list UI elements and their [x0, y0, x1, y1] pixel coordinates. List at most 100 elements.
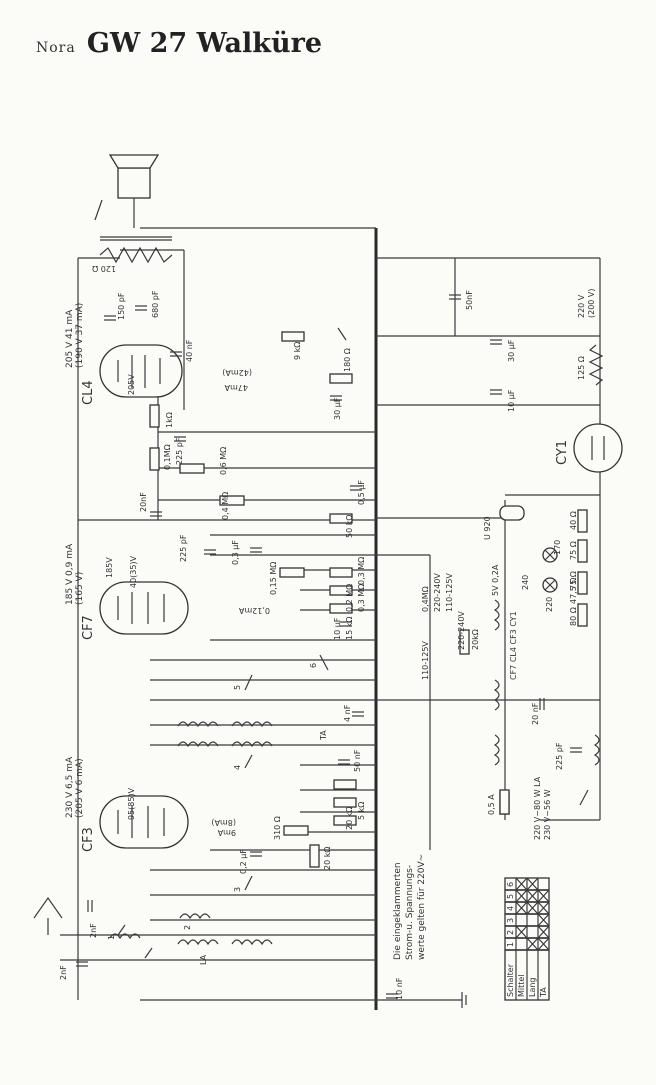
label-sw-6: 6: [309, 663, 318, 668]
note-line-2: Strom-u. Spannungs-: [405, 865, 415, 960]
switch-table-mark: [515, 877, 528, 891]
label-v-220-b: 220-240V: [457, 611, 466, 650]
switch-table-mark: [526, 901, 539, 915]
switch-table-mark: [537, 901, 550, 915]
label-95v: 95(85)V: [127, 787, 136, 820]
label-r-1k: 1kΩ: [165, 412, 174, 428]
switch-table-mark: [515, 889, 528, 903]
label-r-80: 80 Ω: [569, 607, 578, 626]
label-mains-2: 230 V~56 W: [543, 789, 552, 840]
tube-cl4-icon: [99, 344, 183, 398]
switch-table-col: 4: [506, 906, 515, 911]
switch-table-mark: [515, 925, 528, 939]
label-c-05uf: 0,5 µF: [357, 480, 366, 505]
label-r-40: 40 Ω: [569, 511, 578, 530]
label-sw-3: 3: [233, 887, 242, 892]
component-value-labels: 120 Ω 150 pF 680 pF 40 nF 205V 47mA (42m…: [59, 264, 596, 1000]
label-v-200: (200 V): [587, 288, 596, 318]
label-c-02pf: 0,2 µF: [239, 849, 248, 874]
label-n-240: 240: [521, 575, 530, 590]
coil-icons: [109, 599, 600, 946]
label-v-110-b: 110-125V: [421, 641, 430, 680]
operating-point-labels: 205 V 41 mA (190 V 37 mA) 185 V 0,9 mA (…: [65, 303, 85, 818]
label-c-2nf-a: 2nF: [89, 923, 98, 938]
label-r-20k-b: 20 kΩ: [323, 847, 332, 870]
label-c-150: 150 pF: [117, 292, 126, 320]
label-47ma: 47mA: [224, 383, 248, 392]
switch-table-mark: [537, 937, 550, 951]
label-r-120: 120 Ω: [92, 264, 116, 273]
label-lamp-u920: U 920: [483, 516, 492, 540]
label-r-125: 125 Ω: [577, 356, 586, 380]
label-sw-1: 1: [107, 935, 116, 940]
tube-label-cf3: CF3: [81, 827, 96, 852]
label-fuse-5v: 5V 0,2A: [491, 564, 500, 596]
label-205v: 205V: [127, 374, 136, 395]
switch-table-row-name: Mittel: [517, 974, 526, 997]
label-40v: 40(35)V: [129, 555, 138, 588]
switch-table-head: Schalter: [506, 963, 515, 997]
label-r-9k: 9 kΩ: [293, 342, 302, 360]
label-185v: 185V: [105, 557, 114, 578]
resistor-icons: [149, 331, 604, 868]
output-transformer-icon: [99, 236, 173, 264]
label-c-40nf: 40 nF: [185, 339, 194, 362]
label-c-225pf-b: 225 pF: [179, 534, 188, 562]
switch-table-mark: [515, 901, 528, 915]
op-cf7-line2: (165 V): [75, 572, 85, 605]
label-r-5k: 5 kΩ: [357, 802, 366, 820]
capacitor-icons: [76, 294, 582, 999]
tube-cy1-icon: [573, 423, 623, 473]
label-c-225pf-a: 225 pF: [175, 437, 184, 465]
label-c-20nf-b: 20 nF: [531, 702, 540, 725]
switch-table-col: 1: [506, 942, 515, 947]
switch-table-mark: [526, 877, 539, 891]
label-8ma: (8mA): [211, 818, 236, 827]
label-sw-4: 4: [233, 765, 242, 770]
label-c-10nf: 10 nF: [395, 977, 404, 1000]
switch-table-col: 5: [506, 894, 515, 899]
title-block: Nora GW 27 Walküre: [36, 28, 322, 68]
switch-table-mark: [537, 925, 550, 939]
tube-label-cf7: CF7: [81, 615, 96, 640]
label-r-75a: 75 Ω: [569, 541, 578, 560]
label-9ma: 9mA: [217, 828, 236, 837]
label-r-75b: 75 Ω: [569, 571, 578, 590]
label-v-220: 220 V: [577, 294, 586, 318]
label-012ma: 0,12mA: [238, 606, 270, 615]
label-c-03uf: 0,3 µF: [231, 540, 240, 565]
switch-table-row-name: TA: [539, 987, 548, 998]
note-line-3: werte gelten für 220V~: [417, 854, 427, 960]
switch-table-col: 2: [506, 930, 515, 935]
label-c-4nf: 4 nF: [343, 704, 352, 722]
label-c-10uf-b: 10 µF: [333, 617, 342, 640]
label-sw-5: 5: [233, 685, 242, 690]
switch-icons: [94, 199, 589, 959]
label-mains-1: 220 V~80 W LA: [533, 776, 542, 840]
label-heater-chain: CF7 CL4 CF3 CY1: [509, 611, 518, 680]
label-c-50nf-b: 50 nF: [353, 749, 362, 772]
label-r-04mb: 0,4MΩ: [421, 586, 430, 612]
label-r-180: 180 Ω: [343, 348, 352, 372]
label-r-01m: 0,1MΩ: [163, 444, 172, 470]
switch-table-row-name: Lang: [528, 977, 537, 997]
label-c-680: 680 pF: [151, 290, 160, 318]
label-tap-ta: TA: [319, 730, 328, 741]
label-sw-2: 2: [183, 925, 192, 930]
note-line-1: Die eingeklammerten: [393, 862, 403, 960]
tube-cf3-icon: [99, 795, 189, 849]
switch-table-col: 3: [506, 918, 515, 923]
switch-table-mark: [537, 889, 550, 903]
label-fuse-05: 0,5 A: [487, 794, 496, 815]
fuse-icon: [499, 789, 510, 815]
label-r-02m: 0,2 MΩ: [345, 584, 354, 612]
tube-labels: CL4 CF7 CF3 CY1: [81, 380, 570, 852]
op-cf3-line1: 230 V 6,5 mA: [65, 756, 75, 818]
label-tap-la: LA: [199, 954, 208, 965]
switch-table-mark: [537, 913, 550, 927]
loudspeaker-icon: [108, 154, 160, 228]
label-c-20nf: 20nF: [139, 492, 148, 512]
label-r-20kb: 20 kΩ: [345, 807, 354, 830]
